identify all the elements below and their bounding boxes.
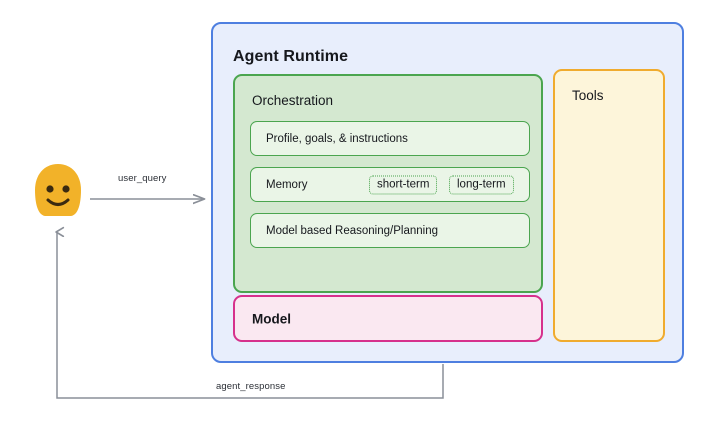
pill-long-term[interactable]: long-term	[449, 175, 514, 194]
agent-runtime-container[interactable]: Agent Runtime Orchestration Profile, goa…	[211, 22, 684, 363]
card-model-based-reasoning-planning[interactable]: Model based Reasoning/Planning	[250, 213, 530, 248]
orchestration-title: Orchestration	[252, 93, 334, 108]
pill-short-term[interactable]: short-term	[369, 175, 438, 194]
edge-label-user-query: user_query	[118, 173, 167, 184]
agent-runtime-title: Agent Runtime	[233, 48, 349, 65]
card-profile-label: Profile, goals, & instructions	[266, 132, 408, 145]
card-profile-goals-instructions[interactable]: Profile, goals, & instructions	[250, 121, 530, 156]
avatar-blob-shape	[35, 164, 81, 216]
model-title: Model	[252, 311, 291, 326]
card-reasoning-label: Model based Reasoning/Planning	[266, 224, 438, 237]
card-memory[interactable]: Memory short-term long-term	[250, 167, 530, 202]
card-memory-label: Memory	[266, 178, 308, 191]
avatar-smile	[46, 198, 70, 206]
tools-title: Tools	[572, 88, 604, 103]
model-container[interactable]: Model	[233, 295, 543, 342]
edge-label-agent-response: agent_response	[216, 381, 286, 392]
avatar-left-eye	[46, 185, 54, 193]
orchestration-container[interactable]: Orchestration Profile, goals, & instruct…	[233, 74, 543, 293]
avatar-right-eye	[62, 185, 70, 193]
tools-container[interactable]: Tools	[553, 69, 665, 342]
user-avatar	[35, 164, 81, 216]
